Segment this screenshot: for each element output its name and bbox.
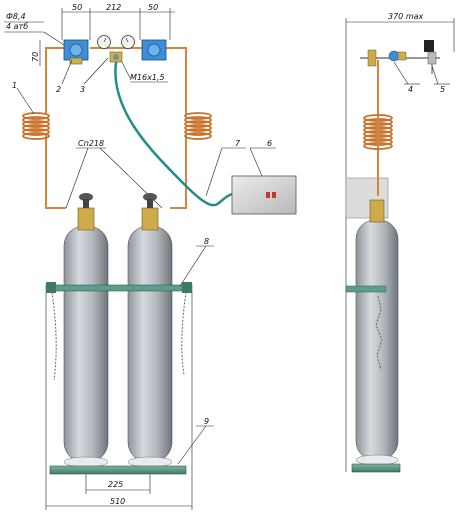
- top-dimension-chain: 50 212 50 Ф8,4 4 атб 70: [4, 3, 175, 66]
- callout-9: 9: [204, 417, 209, 426]
- dim-base-outer: 510: [110, 497, 125, 506]
- callouts-front: 1 2 3 7 6 8 9: [12, 57, 276, 465]
- left-coil: [22, 112, 50, 140]
- holder-bracket: [45, 282, 193, 293]
- side-manifold: [360, 40, 440, 74]
- dim-offset: 70: [31, 52, 40, 62]
- right-cylinder: [127, 193, 173, 463]
- dim-pressure: 4 атб: [6, 22, 28, 31]
- callout-2: 2: [56, 85, 61, 94]
- callout-6: 6: [267, 139, 272, 148]
- solder-label: Сп218: [78, 139, 104, 148]
- holder-chains: [51, 291, 187, 381]
- callout-3: 3: [80, 85, 85, 94]
- control-box: [231, 175, 297, 215]
- left-cylinder: [63, 193, 109, 463]
- side-coil: [363, 114, 393, 150]
- right-regulator: [141, 39, 167, 61]
- callout-8: 8: [204, 237, 209, 246]
- cylinder-base: [49, 456, 187, 475]
- side-cylinder: [345, 199, 401, 473]
- callout-4: 4: [408, 85, 413, 94]
- dim-center-span: 212: [106, 3, 121, 12]
- callout-7: 7: [235, 139, 241, 148]
- dim-left-span: 50: [72, 3, 82, 12]
- callouts-side: 4 5: [393, 61, 450, 94]
- callout-5: 5: [440, 85, 445, 94]
- dim-thread: M16х1,5: [130, 73, 165, 82]
- left-regulator: [63, 39, 89, 65]
- dim-tube-diameter: Ф8,4: [6, 12, 26, 21]
- gas-hose: [114, 61, 233, 207]
- base-dimension-lines: 225 510: [45, 292, 193, 510]
- dim-base-inner: 225: [108, 480, 123, 489]
- dim-side-width: 370 max: [388, 12, 424, 21]
- dim-right-span: 50: [148, 3, 158, 12]
- pressure-gauges: [97, 35, 135, 63]
- callout-1: 1: [12, 81, 17, 90]
- side-view-dimension: 370 max: [345, 12, 455, 472]
- right-coil: [184, 112, 212, 140]
